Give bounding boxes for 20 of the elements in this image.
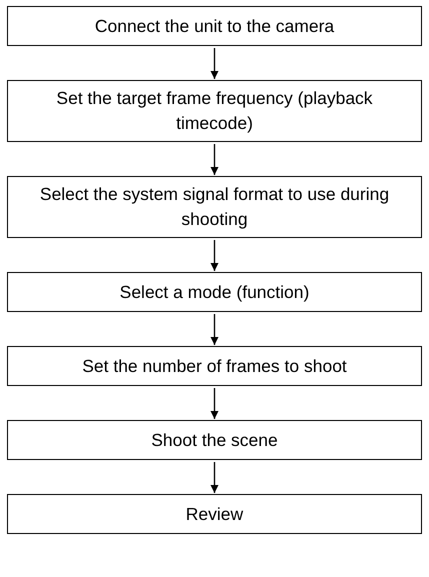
step-text: Select a mode (function) [120, 280, 310, 304]
arrow [210, 314, 218, 345]
arrow [210, 48, 218, 79]
step-text: Select the system signal format to use during shooting [38, 183, 390, 231]
arrow [210, 240, 218, 271]
step-text: Shoot the scene [151, 428, 278, 452]
arrow [210, 462, 218, 493]
step-text: Set the target frame frequency (playback timecode) [55, 87, 374, 135]
process-box [7, 494, 422, 534]
process-box [7, 346, 422, 386]
process-box [7, 6, 422, 46]
step-text: Review [186, 502, 244, 526]
process-box [7, 80, 422, 142]
arrow [210, 388, 218, 419]
arrow [210, 144, 218, 175]
process-box [7, 176, 422, 238]
step-text: Set the number of frames to shoot [82, 354, 347, 378]
process-box [7, 420, 422, 460]
step-text: Connect the unit to the camera [94, 14, 334, 38]
process-box [7, 272, 422, 312]
